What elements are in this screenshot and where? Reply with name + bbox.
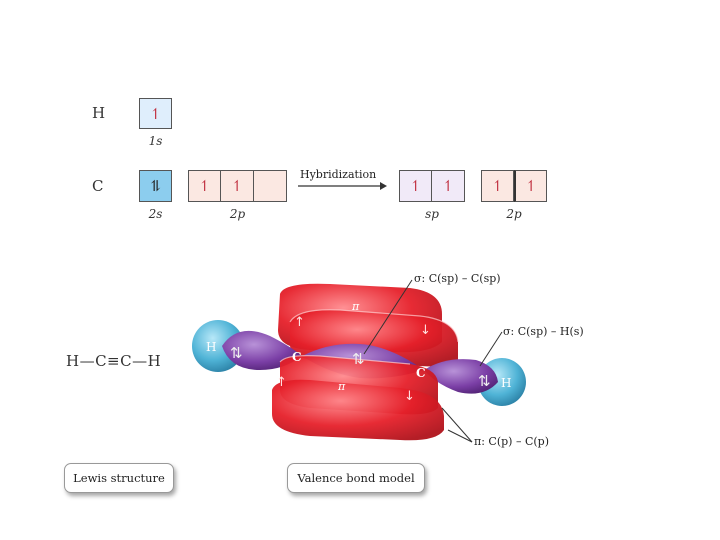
orbital-group-c-2p: ↿ ↿ (188, 170, 287, 202)
orbital-group-c-2p-after: ↿ ↿ (481, 170, 547, 202)
hybridization-arrow (298, 182, 387, 190)
spin-arrow-pi-3: ↑ (276, 375, 287, 390)
atom-label-h-left: H (206, 340, 216, 354)
spin-arrow-ch-left: ⇅ (230, 344, 243, 362)
pi-lobe-bottom-back (272, 379, 444, 441)
spin-arrow-pi-4: ↓ (404, 389, 415, 404)
orbital-label-2s: 2s (148, 207, 163, 221)
orbital-label-2p: 2p (229, 207, 246, 221)
caption-valence-bond-model: Valence bond model (287, 463, 425, 493)
orbital-box-c-2p-3 (254, 170, 287, 202)
spin-arrow-pi-2: ↓ (420, 323, 431, 338)
element-label-c: C (92, 177, 104, 195)
sigma-ch-lobe-right (424, 359, 498, 394)
orbital-box-c-2p-after-2: ↿ (514, 170, 547, 202)
hybridization-label: Hybridization (300, 168, 377, 181)
lewis-formula: H—C≡C—H (66, 352, 162, 370)
orbital-label-sp: sp (425, 207, 439, 221)
orbital-box-c-2s: ⥮ (139, 170, 172, 202)
pi-label-bottom: π (337, 380, 346, 393)
pi-label-top: π (351, 300, 360, 313)
orbital-label-2p-after: 2p (506, 207, 522, 221)
caption-lewis-structure: Lewis structure (64, 463, 174, 493)
spin-arrow-cc: ⇅ (352, 350, 365, 368)
orbital-group-c-sp: ↿ ↿ (399, 170, 465, 202)
orbital-label-1s: 1s (148, 134, 163, 148)
orbital-box-h-1s: ↿ (139, 98, 172, 129)
valence-bond-model: ⇅ ⇅ ⇅ ↑ ↓ ↑ ↓ π π H C C H (192, 279, 526, 443)
orbital-box-c-2p-2: ↿ (221, 170, 254, 202)
atom-label-h-right: H (501, 376, 511, 390)
spin-arrow-ch-right: ⇅ (478, 372, 491, 390)
annotation-sigma-cc: σ: C(sp) – C(sp) (414, 272, 501, 285)
orbital-box-c-2p-1: ↿ (188, 170, 221, 202)
annotation-sigma-ch: σ: C(sp) – H(s) (503, 325, 584, 338)
orbital-box-c-2p-after-1: ↿ (481, 170, 514, 202)
atom-label-c-left: C (292, 350, 302, 364)
element-label-h: H (92, 104, 106, 122)
orbital-box-c-sp-1: ↿ (399, 170, 432, 202)
atom-label-c-right: C (416, 366, 426, 380)
annotation-pi-cc: π: C(p) – C(p) (474, 435, 550, 448)
spin-arrow-pi-1: ↑ (294, 315, 305, 330)
orbital-box-c-sp-2: ↿ (432, 170, 465, 202)
